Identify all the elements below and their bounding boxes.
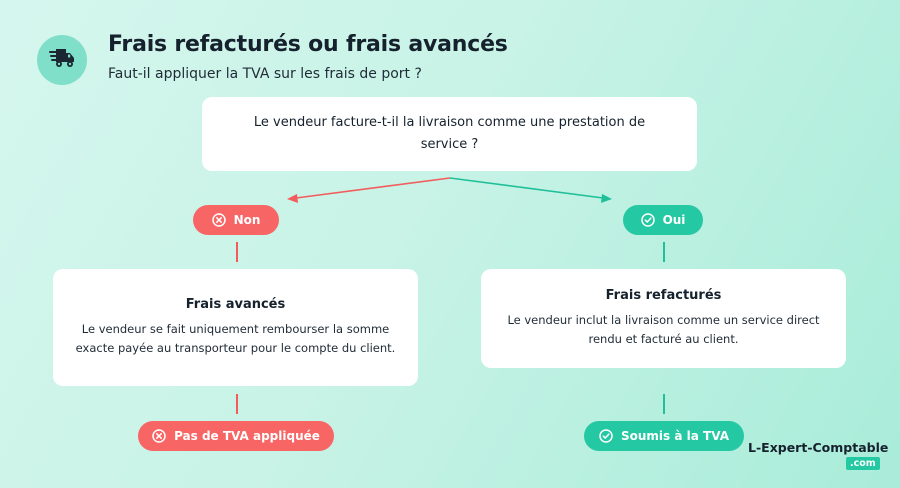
no-arrowhead-icon [287,194,298,203]
brand-tld-badge: .com [846,457,880,470]
yes-arrowhead-icon [601,194,612,203]
vat-result-label: Soumis à la TVA [621,429,729,443]
no-vat-result-pill: Pas de TVA appliquée [138,421,334,451]
yes-connector-bottom [663,394,665,414]
yes-card-body: Le vendeur inclut la livraison comme un … [507,313,820,346]
yes-arrow-line [449,177,604,199]
question-card: Le vendeur facture-t-il la livraison com… [202,97,697,171]
check-circle-icon [640,213,655,227]
yes-branch-label: Oui [662,213,686,227]
yes-connector-top [663,242,665,262]
x-circle-icon [211,213,226,227]
no-branch-label: Non [233,213,261,227]
no-vat-result-label: Pas de TVA appliquée [174,429,320,443]
yes-outcome-card: Frais refacturés Le vendeur inclut la li… [481,269,846,368]
x-circle-icon [152,429,166,443]
no-connector-top [236,242,238,262]
no-card-title: Frais avancés [185,297,286,312]
no-connector-bottom [236,394,238,414]
header-icon-badge [37,35,87,85]
delivery-truck-icon [49,47,75,73]
check-circle-icon [599,429,613,443]
question-text: Le vendeur facture-t-il la livraison com… [253,115,646,152]
no-outcome-card: Frais avancés Le vendeur se fait uniquem… [53,269,418,386]
yes-branch-pill: Oui [623,205,703,235]
no-branch-pill: Non [193,205,279,235]
page-subtitle: Faut-il appliquer la TVA sur les frais d… [108,66,422,82]
vat-result-pill: Soumis à la TVA [584,421,744,451]
brand-logo-text: L-Expert-Comptable [748,440,889,455]
no-arrow-line [295,177,451,199]
page-title: Frais refacturés ou frais avancés [108,32,508,57]
no-card-body: Le vendeur se fait uniquement rembourser… [75,322,396,355]
yes-card-title: Frais refacturés [605,288,722,303]
